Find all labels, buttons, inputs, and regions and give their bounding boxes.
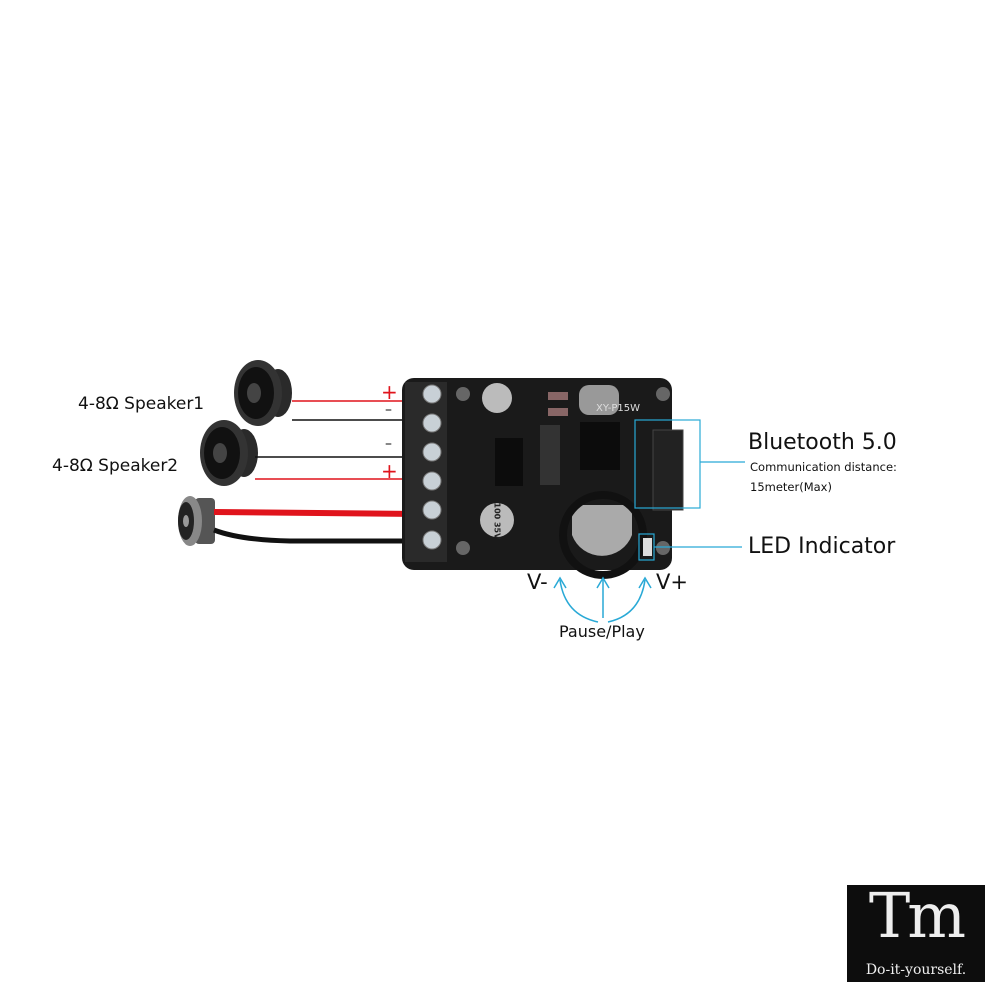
- volume-up-label: V+: [656, 570, 688, 594]
- bluetooth-highlight: [634, 419, 701, 509]
- speaker-2-icon: [200, 420, 258, 486]
- power-positive-wire: [213, 509, 421, 517]
- bluetooth-distance-label: Communication distance:: [750, 460, 897, 474]
- knob-arrows: [553, 576, 652, 623]
- speaker1-minus: –: [385, 402, 392, 418]
- logo-tagline: Do-it-yourself.: [865, 962, 967, 978]
- brand-logo: Tm Do-it-yourself.: [847, 879, 985, 982]
- speaker2-plus: +: [381, 459, 398, 483]
- speaker1-plus: +: [381, 380, 398, 404]
- led-indicator-label: LED Indicator: [748, 534, 896, 559]
- volume-down-label: V-: [527, 570, 548, 594]
- speaker1-label: 4-8Ω Speaker1: [78, 394, 205, 414]
- speaker2-label: 4-8Ω Speaker2: [52, 456, 179, 476]
- speaker2-minus: –: [385, 436, 392, 452]
- amplifier-board: [402, 378, 684, 579]
- power-negative-wire: [213, 527, 420, 544]
- board-model: XY-P15W: [596, 403, 641, 414]
- pause-play-label: Pause/Play: [559, 622, 645, 641]
- bluetooth-title: Bluetooth 5.0: [748, 430, 897, 455]
- bluetooth-distance-value: 15meter(Max): [750, 480, 832, 494]
- capacitor-label: 100 35V: [492, 502, 502, 540]
- dc-jack-icon: [178, 496, 215, 546]
- logo-mark: Tm: [868, 879, 966, 952]
- speaker-1-icon: [234, 360, 292, 426]
